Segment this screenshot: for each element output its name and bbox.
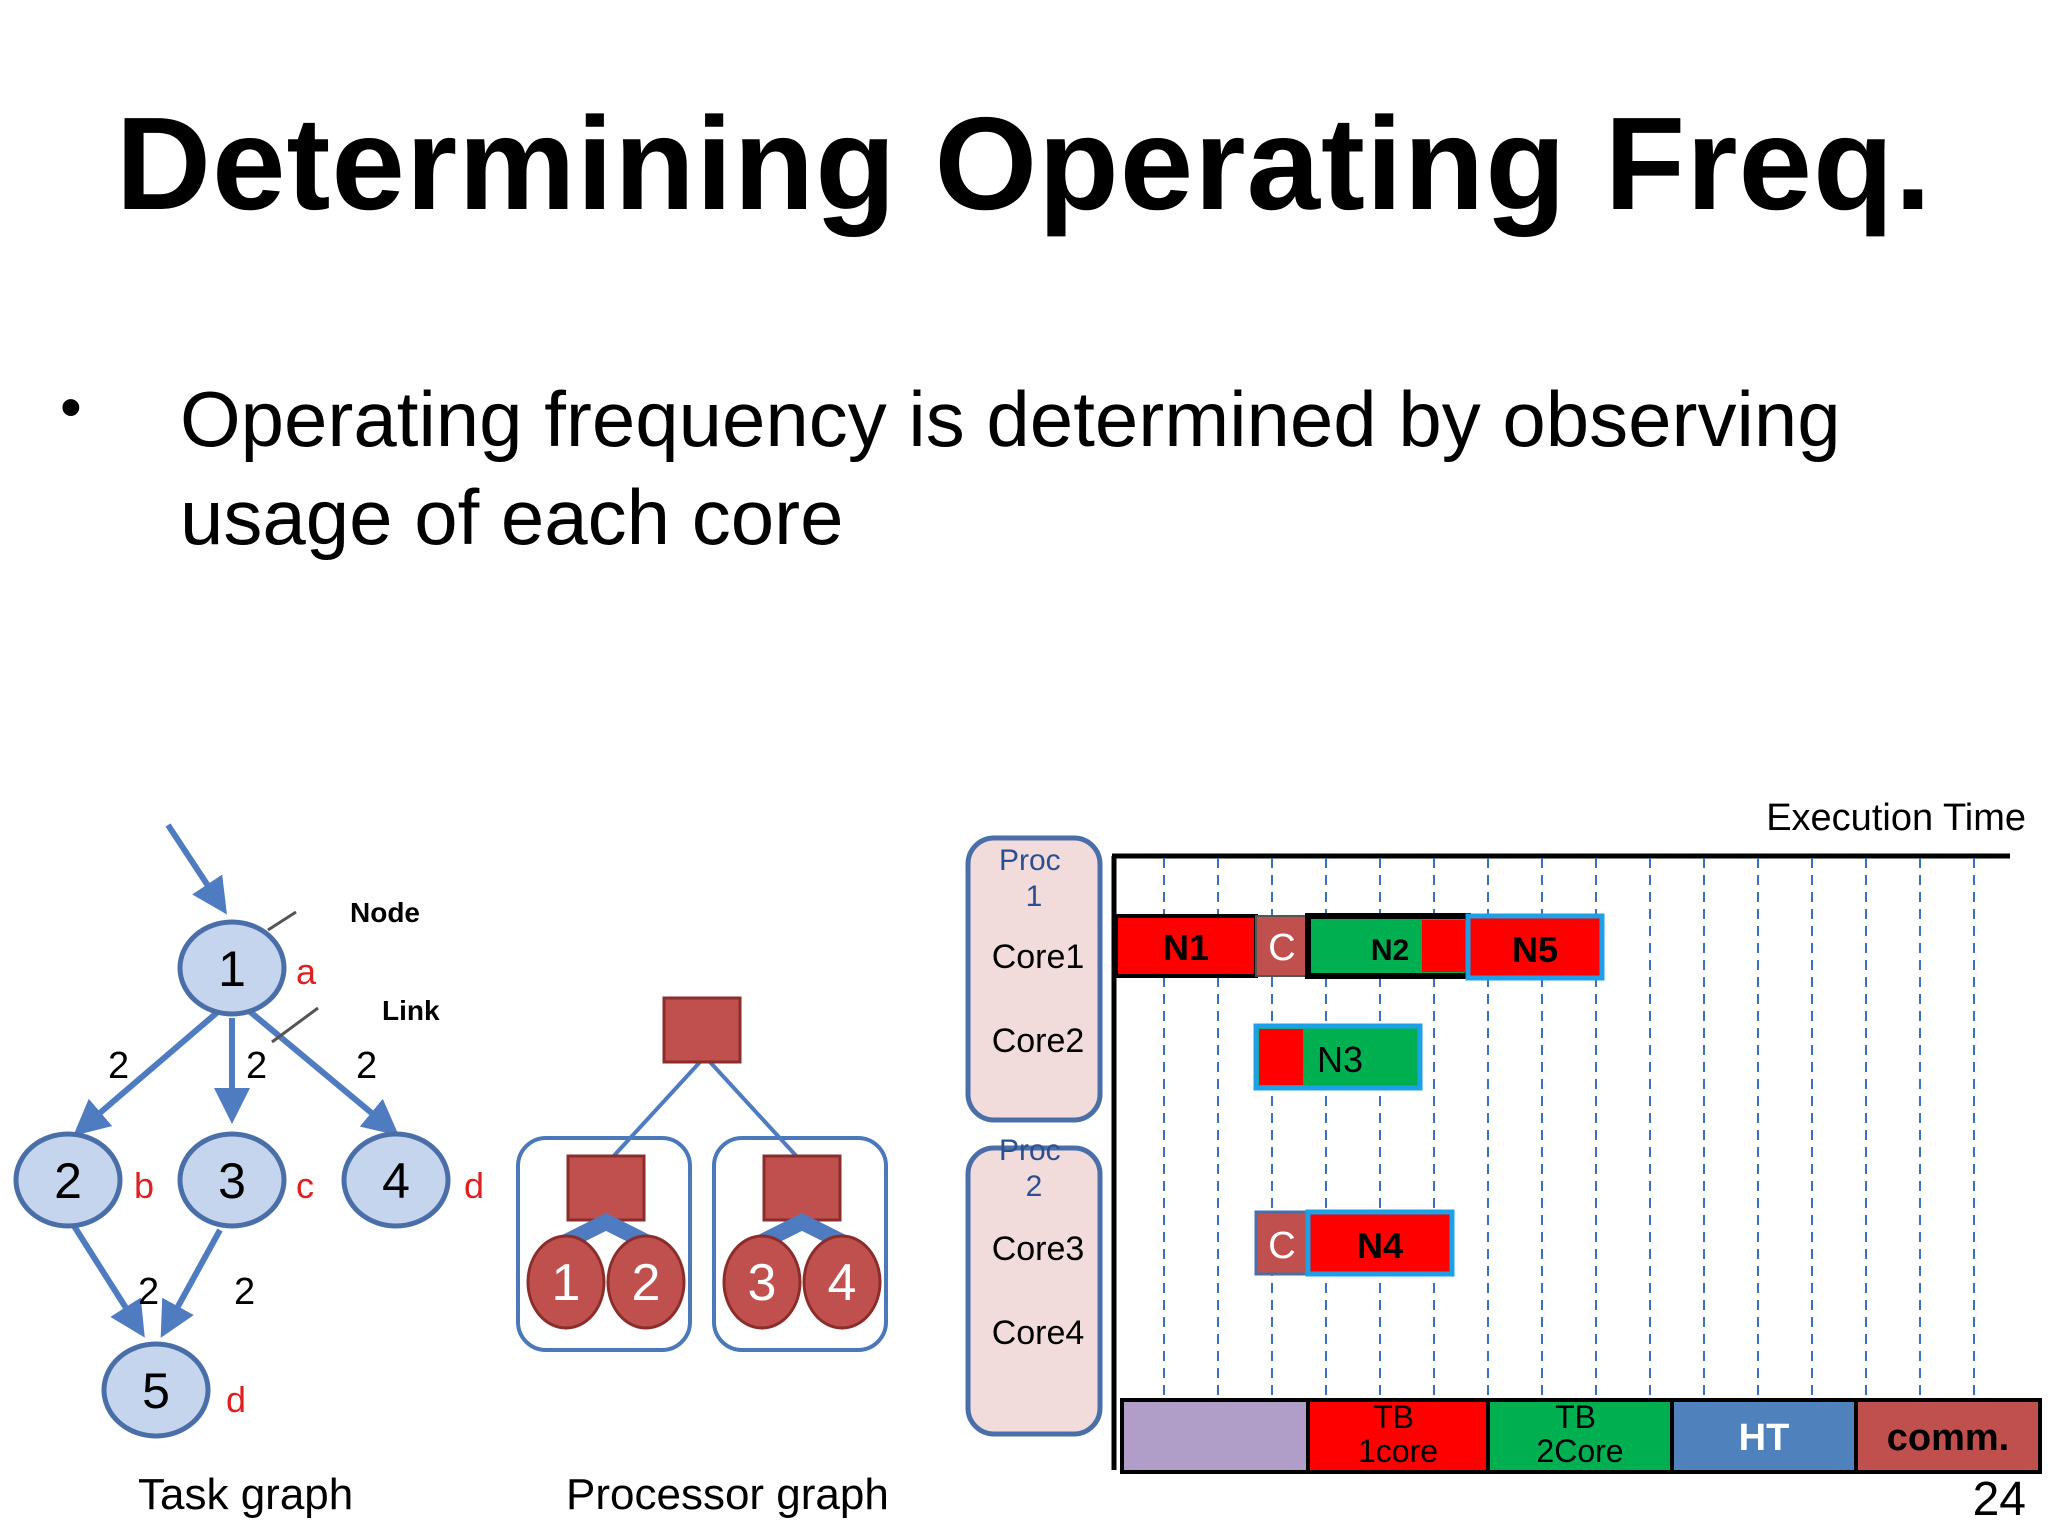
- block-n4-label: N4: [1357, 1225, 1403, 1266]
- entry-edge: [165, 823, 227, 915]
- right-switch: [762, 1154, 842, 1222]
- execution-time-label: Execution Time: [1766, 797, 2026, 839]
- block-n4: [1305, 1209, 1455, 1277]
- node-callout-label: Node: [350, 897, 420, 928]
- task-graph-caption: Task graph: [138, 1470, 354, 1519]
- proc-group-left: [516, 1136, 692, 1352]
- edge-weight-3-5: 2: [234, 1271, 255, 1313]
- block-n5: [1465, 913, 1605, 981]
- root-switch: [662, 996, 742, 1064]
- core3-label: Core3: [992, 1230, 1085, 1268]
- task-node-4: [341, 1131, 451, 1229]
- task-graph: Node Link 2 2 2 2 2 1 2 3 4 5 a b c d d: [13, 823, 484, 1439]
- task-node-4-tag: d: [464, 1165, 484, 1206]
- proc-1-box: [965, 835, 1103, 1123]
- task-node-1-label: 1: [218, 941, 246, 997]
- proc-1-label: Proc 1: [999, 844, 1069, 913]
- edge-weight-1-3: 2: [246, 1045, 267, 1087]
- proc-core-4-label: 4: [828, 1254, 857, 1312]
- schedule-chart: Execution Time Proc 1 Proc 2 Core1 Core2…: [965, 797, 2042, 1474]
- task-node-5-tag: d: [226, 1379, 246, 1420]
- core2-label: Core2: [992, 1022, 1085, 1060]
- task-node-2: [13, 1131, 123, 1229]
- core1-label: Core1: [992, 938, 1085, 976]
- legend-tb-1core-line2: 1core: [1358, 1433, 1438, 1469]
- edge-weight-1-4: 2: [356, 1045, 377, 1087]
- task-node-3: [177, 1131, 287, 1229]
- edge-weight-1-2: 2: [108, 1045, 129, 1087]
- node-callout-line: [267, 910, 297, 932]
- processor-graph-caption: Processor graph: [566, 1470, 889, 1519]
- task-node-5-label: 5: [142, 1363, 170, 1419]
- processor-graph: 1 2 3 4: [516, 996, 888, 1352]
- proc-2-label-line1: Proc: [999, 1134, 1061, 1167]
- block-comm-1: [1255, 915, 1309, 977]
- block-n2-label: N2: [1371, 934, 1409, 967]
- block-comm-1-label: C: [1268, 927, 1295, 969]
- block-comm-2-label: C: [1268, 1225, 1295, 1267]
- left-switch: [566, 1154, 646, 1222]
- proc-2-box: [965, 1145, 1103, 1437]
- task-node-1: [177, 919, 287, 1017]
- proc-link-left: [608, 1060, 702, 1162]
- edge-3-5: [160, 1228, 223, 1338]
- proc-core-1: [526, 1234, 606, 1330]
- edge-2-5: [71, 1224, 145, 1338]
- legend-tb-1core-label: TB 1core: [1358, 1399, 1438, 1469]
- task-node-4-label: 4: [382, 1153, 410, 1209]
- task-node-2-label: 2: [54, 1153, 82, 1209]
- link-callout-label: Link: [382, 995, 440, 1026]
- task-node-5: [101, 1341, 211, 1439]
- legend-tb-1core-line1: TB: [1373, 1399, 1414, 1435]
- proc-1-label-line1: Proc: [999, 844, 1061, 877]
- core4-label: Core4: [992, 1314, 1085, 1352]
- page-number: 24: [1972, 1473, 2026, 1526]
- block-comm-2: [1254, 1210, 1310, 1276]
- proc-core-3: [722, 1234, 802, 1330]
- legend-tb-2core-label: TB 2Core: [1536, 1399, 1623, 1469]
- legend-comm: [1854, 1398, 2042, 1474]
- proc-core-2-label: 2: [632, 1254, 661, 1312]
- edge-1-2: [73, 1007, 222, 1136]
- bullet-text: Operating frequency is determined by obs…: [180, 375, 1841, 561]
- proc-1-label-line2: 1: [1026, 880, 1043, 913]
- legend-comm-label: comm.: [1887, 1417, 2009, 1459]
- legend-tb-2core-line1: TB: [1555, 1399, 1596, 1435]
- proc-core-4: [802, 1234, 882, 1330]
- task-node-3-tag: c: [296, 1165, 314, 1206]
- proc-2-label: Proc 2: [999, 1134, 1069, 1203]
- task-node-2-tag: b: [134, 1165, 154, 1206]
- left-switch-link: [562, 1213, 650, 1250]
- block-n3-red-head: [1259, 1029, 1303, 1085]
- task-node-1-tag: a: [296, 951, 317, 992]
- proc-core-3-label: 3: [748, 1254, 777, 1312]
- bullet-marker: •: [60, 373, 82, 442]
- block-n5-label: N5: [1512, 929, 1558, 970]
- link-callout-line: [271, 1006, 319, 1044]
- block-n1-label: N1: [1163, 927, 1209, 968]
- proc-group-right: [712, 1136, 888, 1352]
- task-node-3-label: 3: [218, 1153, 246, 1209]
- block-n2-red-tail: [1422, 920, 1466, 972]
- legend-ht-label: HT: [1739, 1417, 1790, 1459]
- right-switch-link: [758, 1213, 846, 1250]
- legend-tb-1core: [1306, 1398, 1490, 1474]
- proc-link-right: [708, 1060, 802, 1162]
- proc-2-label-line2: 2: [1026, 1170, 1043, 1203]
- legend-purple: [1120, 1398, 1310, 1474]
- proc-core-1-label: 1: [552, 1254, 581, 1312]
- legend-bar: TB 1core TB 2Core HT comm.: [1120, 1398, 2042, 1474]
- edge-weight-2-5: 2: [138, 1271, 159, 1313]
- legend-tb-2core-line2: 2Core: [1536, 1433, 1623, 1469]
- legend-tb-2core: [1486, 1398, 1674, 1474]
- block-n3-label: N3: [1317, 1039, 1363, 1080]
- slide-title: Determining Operating Freq.: [115, 90, 1933, 237]
- proc-core-2: [606, 1234, 686, 1330]
- edge-1-4: [246, 1007, 399, 1136]
